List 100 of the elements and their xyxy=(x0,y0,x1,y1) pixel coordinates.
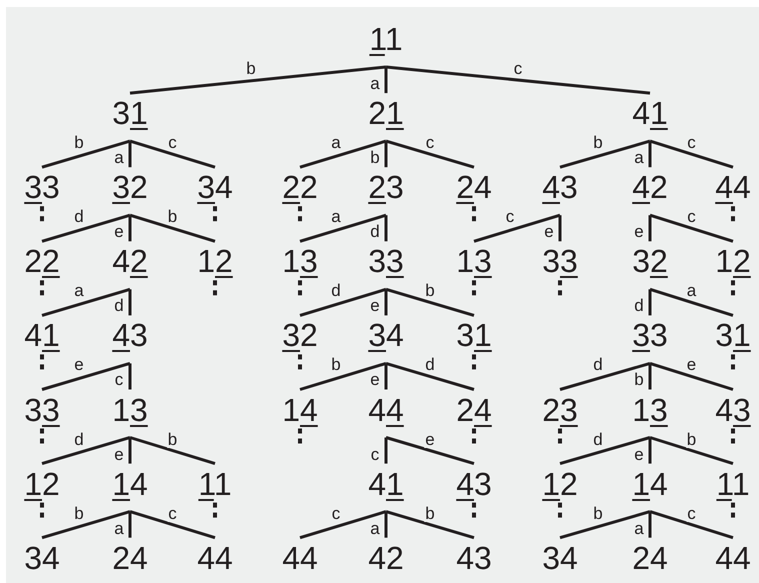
tree-branch xyxy=(42,362,130,391)
state-number: 13 xyxy=(274,241,326,290)
edge-label: b xyxy=(369,150,381,166)
state-number: 33 xyxy=(624,315,676,364)
state-number: 33 xyxy=(16,390,68,438)
tree-branch xyxy=(128,438,132,464)
state-number: 11 xyxy=(707,464,759,512)
tree-branch xyxy=(560,510,650,540)
state-number: 23 xyxy=(534,390,586,438)
tree-branch xyxy=(42,214,130,243)
state-number: 34 xyxy=(16,538,68,583)
tree-branch xyxy=(650,288,734,317)
state-number: 41 xyxy=(16,315,68,364)
tree-branch xyxy=(386,288,474,317)
tree-branch xyxy=(650,140,734,169)
tree-branch xyxy=(300,362,386,391)
state-number: 24 xyxy=(624,538,676,583)
tree-branch xyxy=(384,215,388,242)
edge-label: d xyxy=(113,298,125,314)
tree-branch xyxy=(384,289,388,316)
state-number: 13 xyxy=(448,241,500,290)
tree-branch xyxy=(650,214,734,243)
state-number: 13 xyxy=(624,390,676,438)
state-number: 43 xyxy=(448,538,500,583)
edge-label: b xyxy=(166,209,178,226)
tree-branch xyxy=(42,510,130,540)
state-number: 44 xyxy=(189,538,241,583)
tree-branch xyxy=(386,140,474,169)
state-number: 12 xyxy=(16,464,68,512)
tree-branch xyxy=(300,510,386,540)
state-number: 22 xyxy=(16,241,68,290)
state-number: 34 xyxy=(534,538,586,583)
tree-branch xyxy=(386,362,474,391)
state-number: 11 xyxy=(360,19,412,67)
edge-label: d xyxy=(424,357,436,374)
state-number: 41 xyxy=(360,464,412,512)
tree-branch xyxy=(560,140,650,169)
state-number: 42 xyxy=(360,538,412,583)
tree-branch xyxy=(648,141,652,168)
edge-label: d xyxy=(73,209,85,226)
state-number: 22 xyxy=(274,167,326,216)
tree-branch xyxy=(648,512,652,538)
tree-branch xyxy=(558,215,562,242)
edge-label: d xyxy=(73,432,85,448)
state-number: 44 xyxy=(360,390,412,438)
state-number: 34 xyxy=(360,315,412,364)
tree-branch xyxy=(300,214,386,243)
tree-branch xyxy=(42,288,130,317)
tree-branch xyxy=(650,510,734,540)
state-number: 14 xyxy=(274,390,326,438)
state-number: 14 xyxy=(624,464,676,512)
tree-branch xyxy=(474,214,560,243)
edge-label: d xyxy=(592,432,604,448)
state-number: 33 xyxy=(16,167,68,216)
tree-branch xyxy=(650,436,734,466)
edge-label: b xyxy=(424,283,436,300)
tree-branch xyxy=(128,512,132,538)
state-number: 43 xyxy=(534,167,586,216)
tree-branch xyxy=(130,436,216,466)
tree-branch xyxy=(130,66,386,95)
edge-label: b xyxy=(330,357,342,374)
tree-branch xyxy=(386,66,650,95)
state-number: 31 xyxy=(707,315,759,364)
tree-branch xyxy=(648,363,652,390)
tree-branch xyxy=(300,140,386,169)
tree-branch xyxy=(130,140,216,169)
edge-label: b xyxy=(592,506,604,522)
edge-label: b xyxy=(633,372,645,388)
tree-branch xyxy=(42,140,130,169)
edge-label: d xyxy=(633,298,645,314)
edge-label: d xyxy=(369,224,381,240)
edge-label: b xyxy=(73,135,85,152)
edge-label: b xyxy=(592,135,604,152)
tree-branch xyxy=(384,67,388,94)
state-number: 24 xyxy=(448,167,500,216)
state-number: 12 xyxy=(707,241,759,290)
state-number: 33 xyxy=(360,241,412,290)
state-number: 24 xyxy=(448,390,500,438)
state-number: 11 xyxy=(189,464,241,512)
state-number: 32 xyxy=(104,167,156,216)
state-number: 31 xyxy=(104,93,156,142)
tree-branch xyxy=(128,289,132,316)
state-number: 43 xyxy=(448,464,500,512)
state-number: 21 xyxy=(360,93,412,142)
state-number: 42 xyxy=(104,241,156,290)
tree-branch xyxy=(128,363,132,390)
state-number: 32 xyxy=(274,315,326,364)
tree-branch xyxy=(560,436,650,466)
state-number: 12 xyxy=(534,464,586,512)
state-number: 42 xyxy=(624,167,676,216)
state-number: 44 xyxy=(274,538,326,583)
state-number: 34 xyxy=(189,167,241,216)
state-number: 33 xyxy=(534,241,586,290)
tree-branch xyxy=(130,214,216,243)
edge-label: d xyxy=(330,283,342,300)
tree-branch xyxy=(648,438,652,464)
state-number: 43 xyxy=(104,315,156,364)
tree-branch xyxy=(560,362,650,391)
tree-branch xyxy=(648,215,652,242)
tree-branch xyxy=(130,510,216,540)
